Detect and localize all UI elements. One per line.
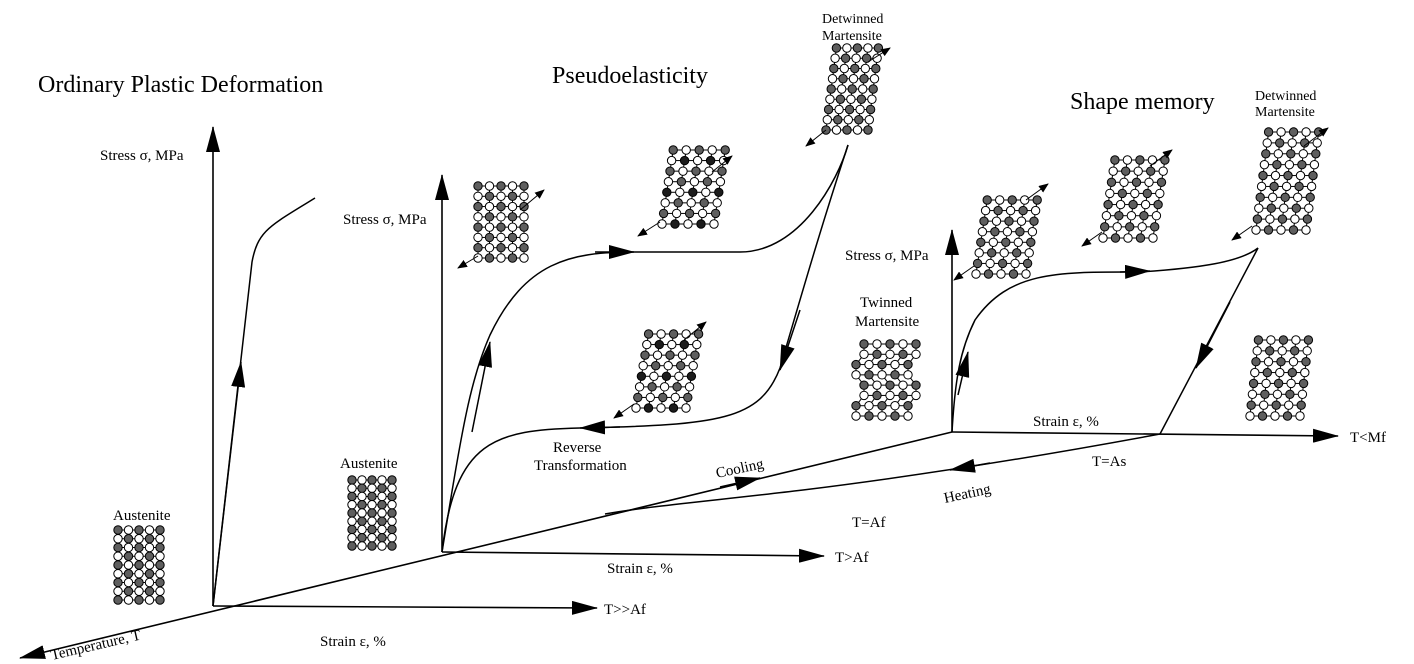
lattice-illustrations: [113, 43, 1329, 605]
title-pseudoelasticity: Pseudoelasticity: [552, 63, 708, 89]
martensite-lattice-loading: [637, 145, 733, 237]
strain-axis-1: [212, 600, 598, 615]
detwinned-label-1a: Detwinned: [822, 12, 883, 27]
austenite-label-2: Austenite: [340, 456, 398, 472]
martensite-lattice-sm-2: [1081, 149, 1173, 247]
pseudoelastic-loading-curve: [441, 144, 849, 553]
heating-arrow: [949, 458, 991, 473]
plastic-deformation-curve: [212, 197, 316, 607]
martensite-lattice-sm-1: [953, 183, 1049, 281]
detwinned-label-2a: Detwinned: [1255, 89, 1316, 104]
detwinned-lattice-2: [1231, 127, 1329, 241]
stress-axis-label-1: Stress σ, MPa: [100, 148, 184, 164]
stress-axis-label-3: Stress σ, MPa: [845, 248, 929, 264]
sm-loading-arrow-2: [1119, 264, 1151, 279]
detwinned-label-1b: Martensite: [822, 29, 882, 44]
martensite-lattice-unloading: [613, 321, 707, 419]
title-plastic-deformation: Ordinary Plastic Deformation: [38, 72, 323, 98]
pseudo-unloading-arrow-1: [779, 309, 801, 371]
title-shape-memory: Shape memory: [1070, 89, 1215, 115]
strain-axis-label-2: Strain ε, %: [607, 561, 673, 577]
twinned-lattice: [851, 339, 921, 421]
pseudo-loading-arrow-1: [471, 341, 492, 433]
detwinned-lattice-1: [805, 43, 891, 147]
heating-path: [604, 433, 1161, 515]
twinned-label-a: Twinned: [860, 295, 913, 311]
temperature-axis-label: Temperature, T: [49, 628, 142, 664]
temp-label-2: T>Af: [835, 550, 868, 566]
plastic-loading-arrow: [212, 361, 246, 607]
stress-axis-label-2: Stress σ, MPa: [343, 212, 427, 228]
t-as-label: T=As: [1092, 454, 1126, 470]
temperature-axis: [19, 431, 953, 659]
austenite-label-1: Austenite: [113, 508, 171, 524]
austenite-lattice-2: [347, 475, 397, 551]
temp-label-3: T<Mf: [1350, 430, 1386, 446]
temp-label-1: T>>Af: [604, 602, 646, 618]
reverse-label-a: Reverse: [553, 440, 602, 456]
shape-memory-unloading-line: [1159, 247, 1259, 435]
pseudo-unloading-arrow-2: [579, 420, 621, 435]
austenite-lattice-1: [113, 525, 165, 605]
sm-unloading-arrow: [1195, 301, 1231, 369]
cooling-arrow: [719, 476, 761, 491]
detwinned-label-2b: Martensite: [1255, 105, 1315, 120]
detwinned-lattice-unloaded: [1245, 335, 1314, 421]
heating-label: Heating: [943, 481, 993, 507]
strain-axis-label-1: Strain ε, %: [320, 634, 386, 650]
t-af-label: T=Af: [852, 515, 885, 531]
strain-axis-label-3: Strain ε, %: [1033, 414, 1099, 430]
strain-axis-3: [951, 428, 1339, 443]
reverse-label-b: Transformation: [534, 458, 627, 474]
austenite-lattice-loaded: [457, 181, 545, 269]
sm-loading-arrow-1: [955, 351, 970, 396]
strain-axis-2: [441, 548, 825, 563]
reverse-transformation-curve: [441, 144, 849, 553]
twinned-label-b: Martensite: [855, 314, 919, 330]
